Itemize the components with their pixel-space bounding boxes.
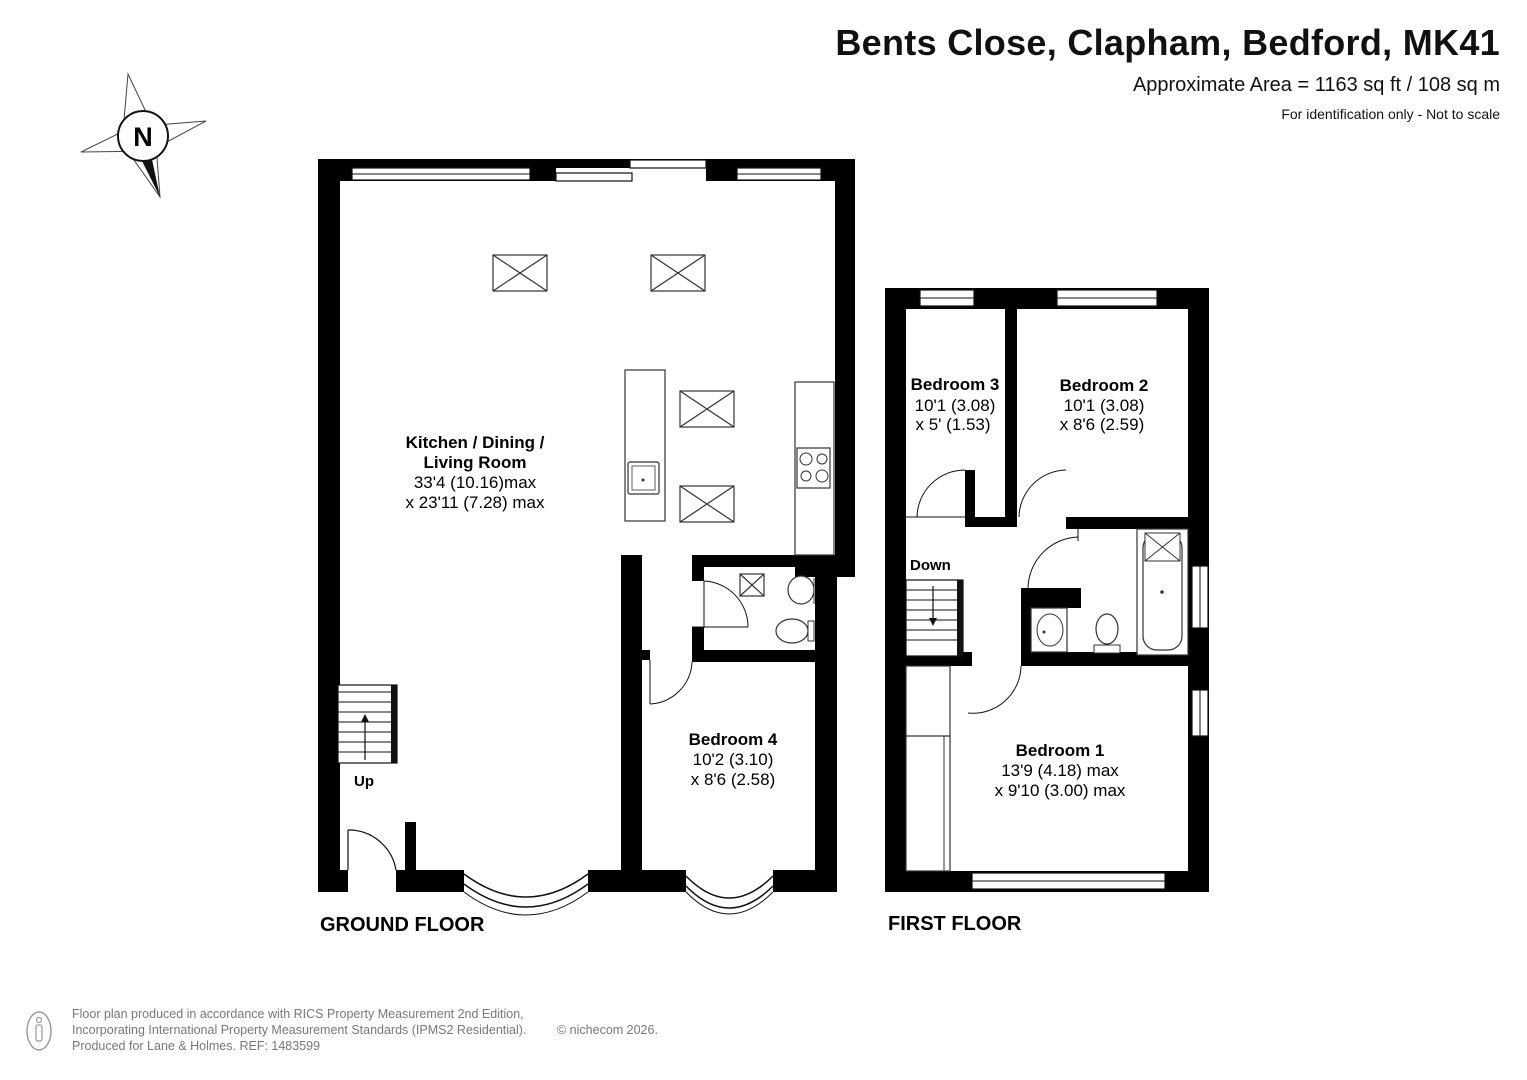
room-name-kitchen-line2: Living Room [424, 453, 527, 472]
footer-line-1: Floor plan produced in accordance with R… [72, 1007, 524, 1021]
first-floor-plan: Bedroom 3 10'1 (3.08) x 5' (1.53) Bedroo… [885, 288, 1209, 935]
footer-line-2: Incorporating International Property Mea… [72, 1023, 527, 1037]
room-dim-bedroom-4-line2: x 8'6 (2.58) [691, 770, 776, 789]
room-dim-bedroom-2-line1: 10'1 (3.08) [1064, 396, 1145, 415]
room-name-bedroom-2: Bedroom 2 [1060, 376, 1149, 395]
ground-floor-plan: Kitchen / Dining / Living Room 33'4 (10.… [318, 159, 855, 936]
footer-line-3: Produced for Lane & Holmes. REF: 1483599 [72, 1039, 321, 1053]
room-dim-bedroom-1-line1: 13'9 (4.18) max [1001, 761, 1119, 780]
room-dim-bedroom-1-line2: x 9'10 (3.00) max [995, 781, 1126, 800]
footer-disclaimer: Floor plan produced in accordance with R… [72, 1006, 658, 1054]
stairs-down-label: Down [910, 557, 951, 574]
room-dim-bedroom-3-line1: 10'1 (3.08) [915, 396, 996, 415]
information-person-icon [26, 1011, 52, 1051]
compass-north-label: N [133, 122, 153, 152]
stairs-up-label: Up [354, 773, 374, 790]
scale-note: For identification only - Not to scale [1281, 106, 1500, 122]
room-dim-bedroom-4-line1: 10'2 (3.10) [693, 750, 774, 769]
north-compass-icon: N [80, 72, 207, 199]
room-dim-kitchen-line1: 33'4 (10.16)max [414, 473, 537, 492]
room-dim-kitchen-line2: x 23'11 (7.28) max [406, 493, 545, 512]
room-name-kitchen-line1: Kitchen / Dining / [406, 433, 545, 452]
page-title: Bents Close, Clapham, Bedford, MK41 [835, 22, 1500, 63]
room-dim-bedroom-2-line2: x 8'6 (2.59) [1060, 415, 1145, 434]
ground-floor-label: GROUND FLOOR [320, 914, 485, 936]
room-name-bedroom-1: Bedroom 1 [1016, 741, 1105, 760]
approximate-area: Approximate Area = 1163 sq ft / 108 sq m [1132, 74, 1500, 96]
room-dim-bedroom-3-line2: x 5' (1.53) [915, 415, 990, 434]
room-name-bedroom-3: Bedroom 3 [911, 375, 1000, 394]
footer-copyright: © nichecom 2026. [557, 1023, 658, 1037]
room-name-bedroom-4: Bedroom 4 [689, 730, 778, 749]
first-floor-label: FIRST FLOOR [888, 913, 1022, 935]
